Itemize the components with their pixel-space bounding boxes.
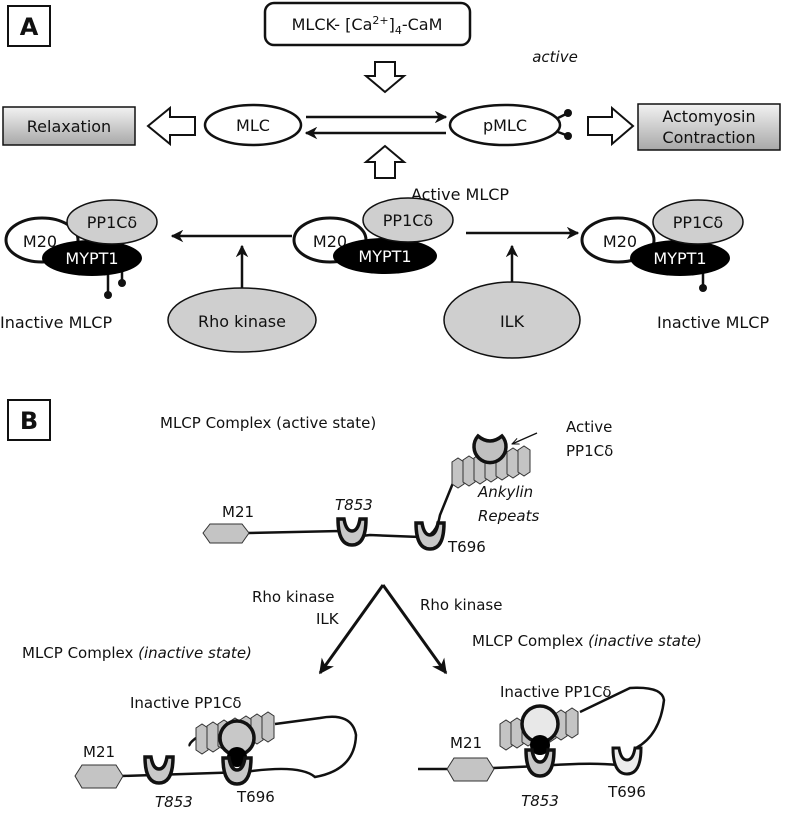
- t853-site: [143, 755, 175, 785]
- phosphate-icon: [564, 132, 572, 140]
- active-pp1c-label-2: PP1Cδ: [566, 442, 613, 460]
- mypt1-label: MYPT1: [65, 249, 118, 268]
- active-pp1c-label-1: Active: [566, 418, 612, 436]
- inactive-state-title-left: MLCP Complex (inactive state): [22, 644, 252, 662]
- active-state-title: MLCP Complex (active state): [160, 414, 376, 432]
- right-kinase-label: Rho kinase: [420, 596, 502, 614]
- left-kinase-label-2: ILK: [316, 610, 340, 628]
- ilk-label: ILK: [500, 312, 525, 331]
- m21-domain: [74, 764, 124, 789]
- hollow-arrow-right-icon: [587, 105, 635, 147]
- contraction-box: [637, 103, 781, 151]
- pp1c-subunit: [66, 199, 158, 245]
- arrow-to-left-inactive: [318, 584, 385, 675]
- relaxation-label: Relaxation: [27, 117, 111, 136]
- mlck-complex-box: [263, 1, 472, 47]
- phosphate-icon: [699, 284, 707, 292]
- arrow-to-right-inactive: [381, 584, 448, 675]
- rho-kinase-node: [167, 287, 317, 353]
- t853-site: [336, 517, 368, 547]
- inactive-mlcp-left-label: Inactive MLCP: [0, 313, 112, 332]
- t853-label: T853: [521, 792, 559, 810]
- t696-label: T696: [447, 538, 486, 556]
- panel-a: A MLCK- [Ca2+]4-CaM active MLC pMLC Rela…: [0, 1, 781, 359]
- contraction-label-1: Actomyosin: [662, 107, 755, 126]
- hollow-arrow-up-icon: [363, 144, 407, 179]
- mlck-complex-label: MLCK- [Ca2+]4-CaM: [292, 14, 443, 37]
- phosphate-icon: [118, 279, 126, 287]
- pp1c-label: PP1Cδ: [673, 213, 723, 232]
- panel-b-label: B: [20, 407, 38, 435]
- ankylin-label-2: Repeats: [478, 507, 539, 525]
- m21-domain: [202, 523, 250, 544]
- m21-label: M21: [83, 743, 115, 761]
- t853-label: T853: [335, 496, 373, 514]
- mypt1-label: MYPT1: [653, 249, 706, 268]
- left-kinase-label-1: Rho kinase: [252, 588, 334, 606]
- m20-label: M20: [23, 232, 57, 251]
- t696-label: T696: [607, 783, 646, 801]
- ilk-node: [443, 281, 581, 359]
- phospho-site-icon: [530, 735, 550, 755]
- hollow-arrow-down-icon: [363, 61, 407, 94]
- m21-label: M21: [222, 503, 254, 521]
- active-mlcp-label: Active MLCP: [411, 185, 509, 204]
- m21-domain: [446, 757, 495, 782]
- phospho-site-icon: [227, 747, 247, 767]
- pointer-arrow: [512, 432, 538, 445]
- inactive-mlcp-complex-left: M20 MYPT1 PP1Cδ: [4, 199, 158, 299]
- contraction-label-2: Contraction: [662, 128, 755, 147]
- m21-label: M21: [450, 734, 482, 752]
- pp1c-label: PP1Cδ: [87, 213, 137, 232]
- t696-site: [414, 521, 446, 551]
- mlc-node: [203, 103, 303, 147]
- panel-b: B MLCP Complex (active state) Active PP1…: [7, 399, 702, 811]
- t696-site: [611, 746, 643, 776]
- t696-label: T696: [236, 788, 275, 806]
- m20-label: M20: [603, 232, 637, 251]
- pp1c-subunit: [652, 199, 744, 245]
- inactive-pp1c-label: Inactive PP1Cδ: [500, 683, 612, 701]
- panel-a-label: A: [20, 13, 39, 41]
- inactive-mlcp-complex-right: M20 MYPT1 PP1Cδ: [580, 199, 744, 292]
- t853-label: T853: [155, 793, 193, 811]
- pp1c-subunit: [362, 197, 454, 243]
- hollow-arrow-left-icon: [146, 105, 196, 147]
- ankylin-label-1: Ankylin: [477, 483, 533, 501]
- inactive-complex-left: Inactive PP1Cδ M21 T853 T696: [74, 694, 358, 811]
- inactive-mlcp-right-label: Inactive MLCP: [657, 313, 769, 332]
- rho-kinase-label: Rho kinase: [198, 312, 286, 331]
- active-mlcp-complex: M20 MYPT1 PP1Cδ: [292, 197, 454, 274]
- mypt1-chain: [121, 715, 358, 779]
- relaxation-box: [2, 106, 136, 146]
- active-pp1c-subunit: [472, 433, 508, 465]
- mypt1-subunit: [630, 240, 730, 276]
- pmlc-node: [448, 103, 562, 147]
- inactive-state-title-right: MLCP Complex (inactive state): [472, 632, 702, 650]
- panel-a-box: [7, 5, 51, 47]
- panel-b-box: [7, 399, 51, 441]
- inactive-complex-right: Inactive PP1Cδ M21 T853 T696: [418, 683, 666, 810]
- mypt1-label: MYPT1: [358, 247, 411, 266]
- m20-label: M20: [313, 232, 347, 251]
- mypt1-subunit: [333, 238, 437, 274]
- mypt1-subunit: [42, 240, 142, 276]
- active-note: active: [532, 48, 578, 66]
- inactive-pp1c-label: Inactive PP1Cδ: [130, 694, 242, 712]
- phosphate-icon: [104, 291, 112, 299]
- pmlc-label: pMLC: [483, 116, 527, 135]
- mlc-label: MLC: [236, 116, 270, 135]
- phosphate-icon: [564, 109, 572, 117]
- pp1c-label: PP1Cδ: [383, 211, 433, 230]
